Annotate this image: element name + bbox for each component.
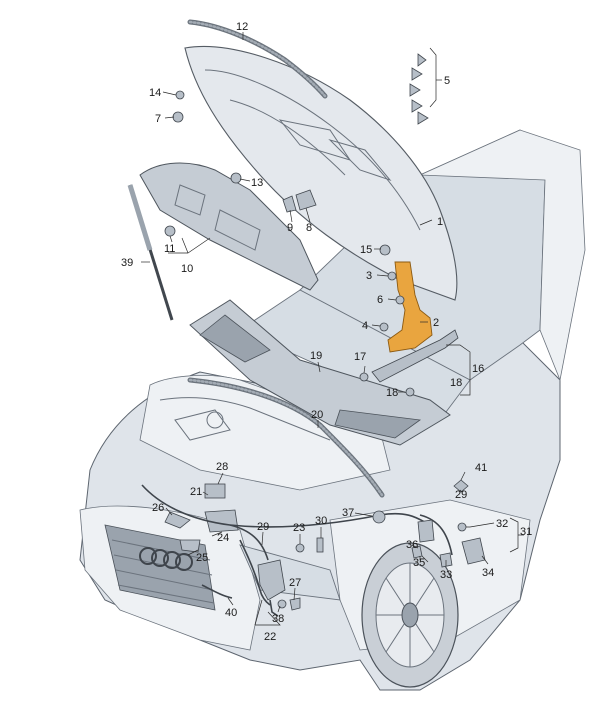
callout-32: 32 xyxy=(496,518,508,530)
callout-26: 26 xyxy=(152,502,164,514)
callout-11: 11 xyxy=(164,243,175,255)
callout-15: 15 xyxy=(360,244,372,256)
plenum-panel xyxy=(189,299,451,446)
callout-14: 14 xyxy=(149,87,161,99)
callout-3: 3 xyxy=(366,270,372,282)
callout-23: 23 xyxy=(293,522,305,534)
callout-8: 8 xyxy=(306,222,312,234)
mounting-rail xyxy=(371,329,459,383)
callout-4: 4 xyxy=(362,320,368,332)
front-wheel xyxy=(361,542,459,688)
callout-13: 13 xyxy=(251,177,263,189)
callout-24: 24 xyxy=(217,532,229,544)
callout-38: 38 xyxy=(272,613,284,625)
callout-31: 31 xyxy=(520,526,532,538)
callout-22: 22 xyxy=(264,631,276,643)
callout-18b: 18 xyxy=(386,387,398,399)
callout-2: 2 xyxy=(433,317,439,329)
callout-25: 25 xyxy=(196,552,208,564)
callout-39: 39 xyxy=(121,257,133,269)
callout-9: 9 xyxy=(287,222,293,234)
gas-strut xyxy=(127,184,174,321)
callout-35: 35 xyxy=(413,557,425,569)
callout-34: 34 xyxy=(482,567,494,579)
callout-labels: 1 2 3 4 5 6 7 8 9 10 11 12 13 14 15 16 1… xyxy=(121,21,532,643)
car-body xyxy=(79,129,586,691)
callout-6: 6 xyxy=(377,294,383,306)
hood-assembly xyxy=(184,19,458,301)
callout-17: 17 xyxy=(354,351,366,363)
callout-7: 7 xyxy=(155,113,161,125)
callout-27: 27 xyxy=(289,577,301,589)
callout-33: 33 xyxy=(440,569,452,581)
callout-10: 10 xyxy=(181,263,193,275)
highlighted-bracket xyxy=(387,261,433,353)
callout-18a: 18 xyxy=(450,377,462,389)
callout-16: 16 xyxy=(472,363,484,375)
callout-41: 41 xyxy=(475,462,487,474)
callout-20: 20 xyxy=(311,409,323,421)
callout-29a: 29 xyxy=(455,489,467,501)
callout-28: 28 xyxy=(216,461,228,473)
callout-5: 5 xyxy=(444,75,450,87)
release-cable xyxy=(141,484,431,528)
callout-37: 37 xyxy=(342,507,354,519)
audi-rings-logo xyxy=(139,547,193,571)
callout-21: 21 xyxy=(190,486,202,498)
callout-12: 12 xyxy=(236,21,248,33)
hood-insulation xyxy=(139,162,319,291)
callout-29b: 29 xyxy=(257,521,269,533)
leader-lines xyxy=(141,32,524,626)
callout-40: 40 xyxy=(225,607,237,619)
callout-30: 30 xyxy=(315,515,327,527)
callout-36: 36 xyxy=(406,539,418,551)
callout-1: 1 xyxy=(437,216,443,228)
callout-19: 19 xyxy=(310,350,322,362)
